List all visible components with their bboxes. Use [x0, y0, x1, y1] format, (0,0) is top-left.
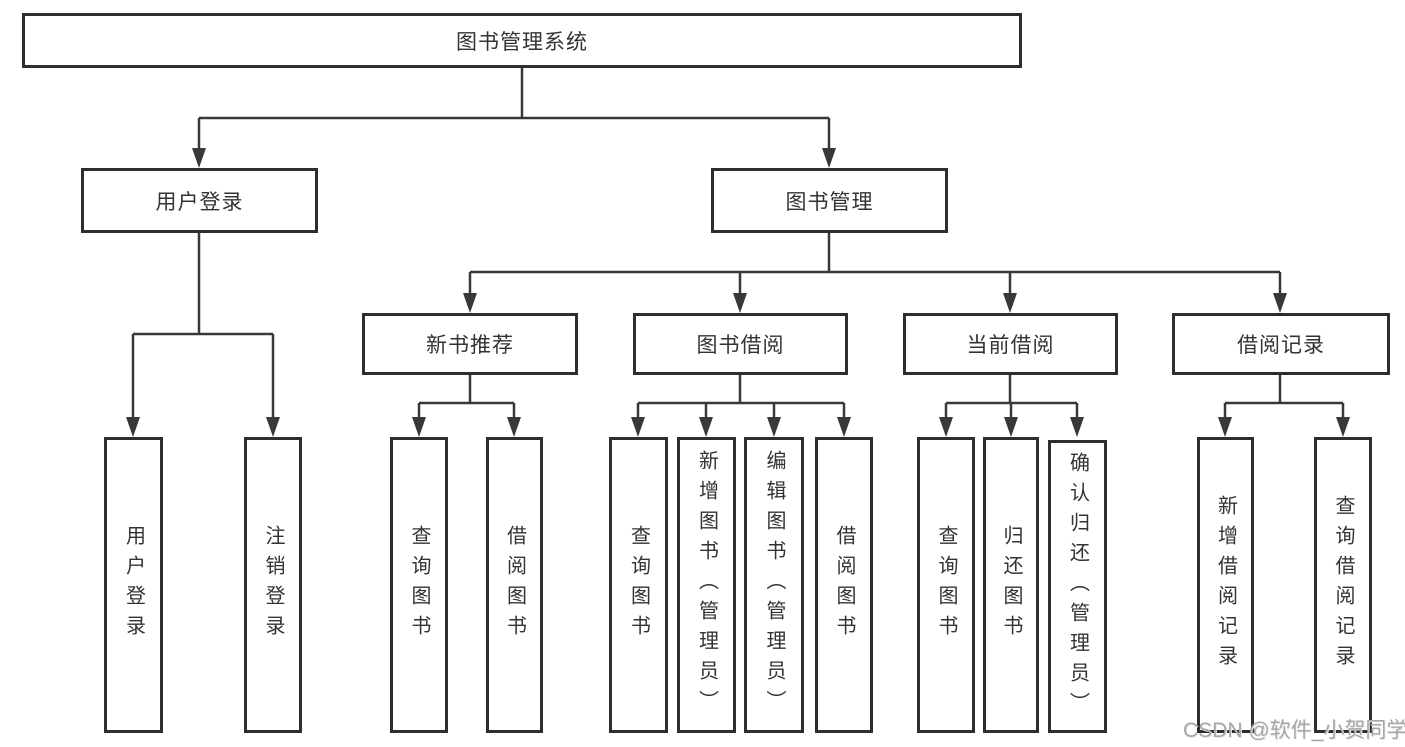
- node-book-borrowing: 图书借阅: [633, 313, 848, 375]
- node-leaf-user-login: 用户登录: [104, 437, 163, 733]
- node-leaf-query-books-current-label: 查询图书: [935, 525, 957, 645]
- node-root: 图书管理系统: [22, 13, 1022, 68]
- node-leaf-borrow-books-recommend-label: 借阅图书: [503, 525, 526, 645]
- node-leaf-user-login-label: 用户登录: [122, 525, 145, 645]
- node-book-management: 图书管理: [711, 168, 948, 233]
- node-leaf-return-book: 归还图书: [983, 437, 1039, 733]
- node-leaf-query-books-current: 查询图书: [917, 437, 975, 733]
- node-current-borrowing: 当前借阅: [903, 313, 1118, 375]
- node-user-login-label: 用户登录: [155, 190, 244, 214]
- node-leaf-query-borrow-record: 查询借阅记录: [1314, 437, 1372, 733]
- node-leaf-add-book-admin: 新增图书（管理员）: [677, 437, 736, 733]
- node-leaf-return-book-label: 归还图书: [1000, 525, 1022, 645]
- node-leaf-query-books-recommend: 查询图书: [390, 437, 448, 733]
- node-leaf-add-borrow-record: 新增借阅记录: [1197, 437, 1254, 733]
- node-borrowing-records: 借阅记录: [1172, 313, 1390, 375]
- node-book-management-label: 图书管理: [785, 190, 874, 214]
- node-book-borrowing-label: 图书借阅: [696, 334, 785, 357]
- node-leaf-confirm-return-admin: 确认归还（管理员）: [1048, 440, 1107, 733]
- node-leaf-edit-book-admin: 编辑图书（管理员）: [744, 437, 804, 733]
- node-leaf-add-borrow-record-label: 新增借阅记录: [1214, 495, 1237, 675]
- node-new-book-recommend-label: 新书推荐: [426, 334, 514, 357]
- node-leaf-query-books-recommend-label: 查询图书: [408, 525, 430, 645]
- node-leaf-borrow-books: 借阅图书: [815, 437, 873, 733]
- node-leaf-logout-label: 注销登录: [262, 525, 284, 645]
- node-leaf-confirm-return-admin-label: 确认归还（管理员）: [1066, 451, 1089, 722]
- node-leaf-query-books-borrow-label: 查询图书: [627, 525, 650, 645]
- node-current-borrowing-label: 当前借阅: [966, 334, 1055, 357]
- node-leaf-borrow-books-label: 借阅图书: [833, 525, 855, 645]
- node-leaf-add-book-admin-label: 新增图书（管理员）: [695, 450, 718, 720]
- node-user-login: 用户登录: [81, 168, 318, 233]
- watermark: CSDN @软件_小贺同学: [1183, 719, 1405, 742]
- node-leaf-logout: 注销登录: [244, 437, 302, 733]
- node-leaf-borrow-books-recommend: 借阅图书: [486, 437, 543, 733]
- node-borrowing-records-label: 借阅记录: [1237, 334, 1325, 357]
- node-leaf-query-borrow-record-label: 查询借阅记录: [1332, 495, 1354, 675]
- node-leaf-query-books-borrow: 查询图书: [609, 437, 668, 733]
- node-root-label: 图书管理系统: [456, 30, 588, 54]
- node-leaf-edit-book-admin-label: 编辑图书（管理员）: [763, 450, 785, 720]
- node-new-book-recommend: 新书推荐: [362, 313, 578, 375]
